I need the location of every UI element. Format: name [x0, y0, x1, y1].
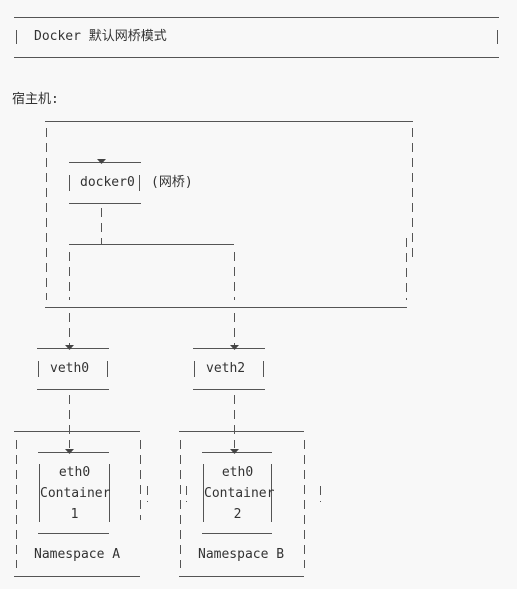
eth0-a-arrow-icon	[65, 449, 74, 454]
veth2-arrow-icon	[230, 345, 239, 350]
veth0-arrow-icon	[65, 345, 74, 350]
bridge-connectors	[69, 208, 235, 348]
bridge-name: docker0	[80, 175, 135, 190]
docker0-box	[69, 162, 141, 204]
arrow-markers	[65, 159, 239, 454]
container-2-index: 2	[233, 507, 242, 522]
container-1-iface: eth0	[58, 465, 91, 480]
veth0-box	[37, 348, 109, 390]
container-2-iface: eth0	[221, 465, 254, 480]
container-2-box	[202, 452, 272, 534]
veth2-label: veth2	[206, 361, 246, 376]
host-box	[45, 121, 413, 308]
container-1-index: 1	[70, 507, 79, 522]
eth0-b-arrow-icon	[230, 449, 239, 454]
diagram-title: Docker 默认网桥模式	[34, 29, 167, 44]
container-2-label: Container	[204, 486, 275, 501]
veth2-box	[193, 348, 265, 390]
namespace-a-box	[14, 431, 148, 577]
title-box	[14, 17, 499, 58]
namespace-a-label: Namespace A	[34, 547, 121, 562]
bridge-note: (网桥)	[151, 175, 193, 190]
veth-connectors	[69, 395, 235, 448]
docker0-arrow-icon	[97, 159, 106, 164]
host-label: 宿主机:	[12, 92, 59, 107]
namespace-b-box	[179, 431, 321, 577]
container-1-box	[38, 452, 110, 534]
container-1-label: Container	[40, 486, 111, 501]
veth0-label: veth0	[50, 361, 90, 376]
namespace-b-label: Namespace B	[198, 547, 285, 562]
